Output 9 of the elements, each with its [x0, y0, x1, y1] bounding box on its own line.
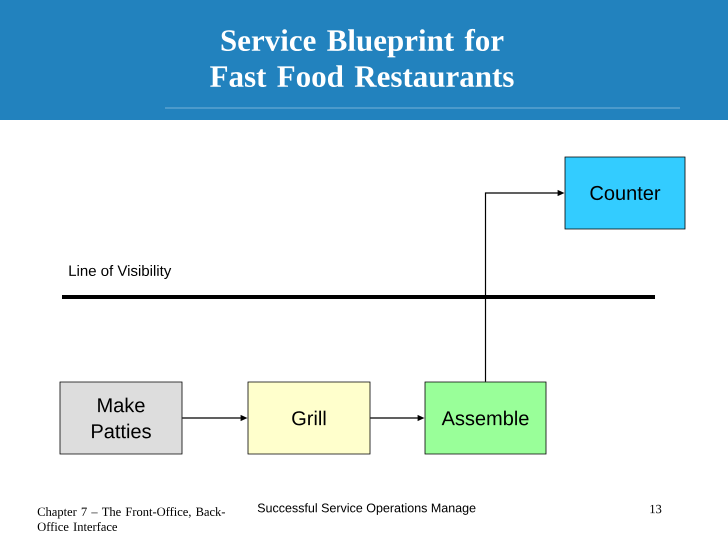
footer-text: Chapter 7 – The Front-Office, Back-Office Interface [38, 507, 226, 531]
process-box: Counter [564, 156, 686, 230]
line-label: Line of Visibility [69, 265, 172, 279]
footer-text: Successful Service Operations Manage [258, 503, 476, 515]
process-box: Make Patties [60, 382, 182, 454]
process-box: Assemble [424, 382, 546, 454]
title: Service Blueprint for Fast Food Restaurants [210, 28, 514, 88]
process-box: Grill [248, 382, 370, 454]
page-number: 13 [650, 504, 662, 514]
